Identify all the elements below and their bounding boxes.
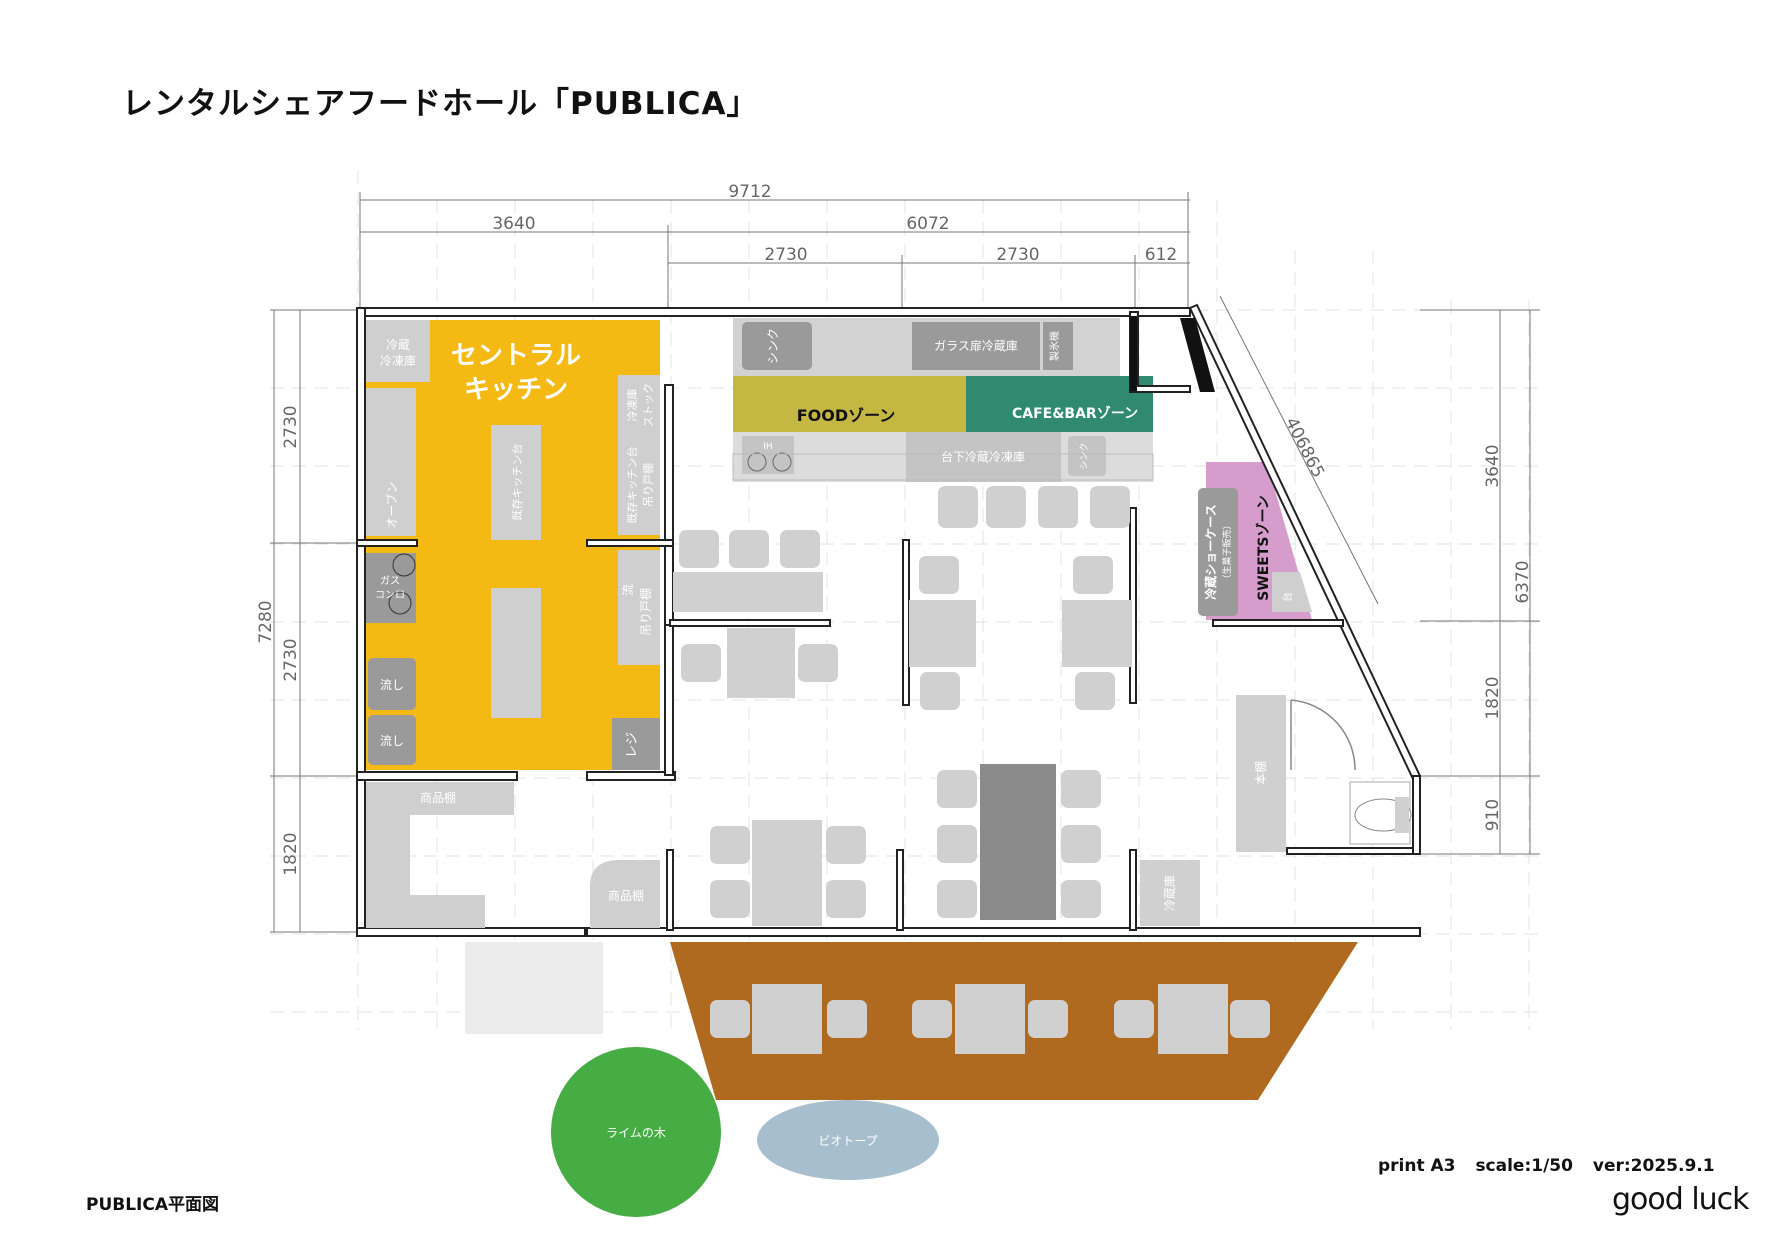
showcase-box <box>1198 488 1238 616</box>
product-shelf-u <box>366 782 514 928</box>
door-swing <box>1290 699 1356 771</box>
dim-h1: 2730 <box>281 405 301 448</box>
burner-2 <box>388 591 412 615</box>
sink-b-label: 流し <box>380 734 404 748</box>
dim-left-width: 3640 <box>492 214 535 234</box>
long-table-dark <box>980 764 1056 920</box>
sink-a-box <box>368 658 416 710</box>
bar-sink-label: シンク <box>1079 442 1090 469</box>
biotope-ellipse <box>757 1100 939 1180</box>
showcase-label-2: （生菓子販売） <box>1221 520 1233 583</box>
burner-1 <box>392 553 416 577</box>
fridge-freezer-box <box>366 320 430 382</box>
plan-label: PUBLICA平面図 <box>86 1195 220 1215</box>
food-sink-box <box>742 322 812 370</box>
cafe-bar-zone-fill <box>966 376 1153 432</box>
dim-right-h2: 1820 <box>1483 676 1503 719</box>
register-label: レジ <box>625 732 640 758</box>
fridge-freezer-label-2: 冷凍庫 <box>380 354 416 368</box>
freezer-stock-label-1: 冷凍庫 <box>625 389 639 422</box>
sweets-table-box <box>1272 572 1312 612</box>
gas-stove-box <box>366 553 416 623</box>
print-size: print A3 <box>1378 1156 1456 1176</box>
sink-b-box <box>368 715 416 765</box>
hanging-shelf-label-2: 吊り戸棚 <box>638 588 653 636</box>
undercounter-label: 台下冷蔵冷凍庫 <box>941 449 1025 464</box>
existing-table-label-1: 既存キッチン台 <box>510 444 524 521</box>
dim-seg3: 612 <box>1145 245 1177 265</box>
dimension-lines <box>270 192 1540 933</box>
dim-right-h1: 3640 <box>1483 444 1503 487</box>
brand-logo: good luck <box>1612 1182 1750 1217</box>
dim-seg1: 2730 <box>764 245 807 265</box>
sink-c-label: 流 <box>621 584 635 596</box>
hanging-shelf-label-1: 吊り戸棚 <box>641 463 655 507</box>
product-shelf-label-2: 商品棚 <box>608 888 644 903</box>
front-counter-edge <box>732 453 1154 481</box>
ih-label: IH <box>763 442 772 452</box>
existing-table-box-1 <box>491 425 541 540</box>
bar-sink-box <box>1068 436 1106 476</box>
product-shelf-label-1: 商品棚 <box>420 790 456 805</box>
undercounter-box <box>906 432 1061 482</box>
freezer-stock-label-2: ストック <box>642 383 655 427</box>
biotope-label: ビオトープ <box>818 1134 877 1148</box>
dim-right-width: 6072 <box>906 214 949 234</box>
dim-right-total: 6370 <box>1513 560 1533 603</box>
dining-furniture <box>673 486 1286 1054</box>
sink-a-label: 流し <box>380 678 404 692</box>
glass-fridge-label: ガラス扉冷蔵庫 <box>934 339 1018 353</box>
register-box <box>612 718 660 770</box>
dim-h2: 2730 <box>281 638 301 681</box>
dim-h3: 1820 <box>281 832 301 875</box>
print-version: ver:2025.9.1 <box>1592 1156 1715 1176</box>
existing-table-box-2 <box>618 435 660 535</box>
bookshelf-label: 本棚 <box>1253 761 1268 785</box>
sink-c-box <box>618 555 660 615</box>
print-info: print A3 scale:1/50 ver:2025.9.1 <box>1378 1156 1729 1176</box>
kitchen-label-line2: キッチン <box>464 375 568 405</box>
entrance-pad <box>465 942 603 1034</box>
cafe-bar-zone-label: CAFE&BARゾーン <box>1012 405 1138 422</box>
dim-total-width: 9712 <box>728 182 771 202</box>
dim-total-height: 7280 <box>256 600 276 643</box>
print-scale: scale:1/50 <box>1475 1156 1573 1176</box>
glass-fridge-box <box>912 322 1040 370</box>
dim-diagonal: 406865 <box>1281 414 1328 481</box>
oven-label: オーブン <box>384 481 399 528</box>
product-shelf-2-box <box>590 860 660 928</box>
ice-maker-box <box>1043 322 1073 370</box>
existing-table-label-2: 既存キッチン台 <box>625 447 639 524</box>
fridge-freezer-label-1: 冷蔵 <box>386 338 410 352</box>
showcase-label-1: 冷蔵ショーケース <box>1203 504 1218 599</box>
entry-post <box>1130 316 1137 391</box>
entry-wedge <box>1180 318 1215 392</box>
walls <box>356 303 1422 937</box>
food-zone-label: FOODゾーン <box>797 406 896 425</box>
kitchen-label-line1: セントラル <box>451 341 581 371</box>
ice-maker-label: 製氷機 <box>1048 331 1061 361</box>
ih-burner-1 <box>747 452 767 472</box>
food-sink-label: シンク <box>766 328 780 364</box>
gas-stove-label-2: コンロ <box>375 590 405 601</box>
toilet-tank <box>1395 797 1409 833</box>
fridge-label: 冷蔵庫 <box>1163 875 1177 911</box>
page-title: レンタルシェアフードホール「PUBLICA」 <box>122 86 759 122</box>
oven-box <box>366 388 416 536</box>
gas-stove-label-1: ガス <box>380 575 400 587</box>
freezer-stock-box <box>618 375 660 435</box>
dim-right-h3: 910 <box>1483 799 1503 831</box>
ih-burner-2 <box>772 452 792 472</box>
lime-tree-label: ライムの木 <box>606 1126 666 1140</box>
lime-tree-circle <box>551 1047 721 1217</box>
sweets-zone-label: SWEETSゾーン <box>1255 495 1272 601</box>
food-zone-fill <box>733 376 966 432</box>
dim-seg2: 2730 <box>996 245 1039 265</box>
sweets-table-label: 台 <box>1281 592 1294 602</box>
center-island-box <box>491 588 541 718</box>
